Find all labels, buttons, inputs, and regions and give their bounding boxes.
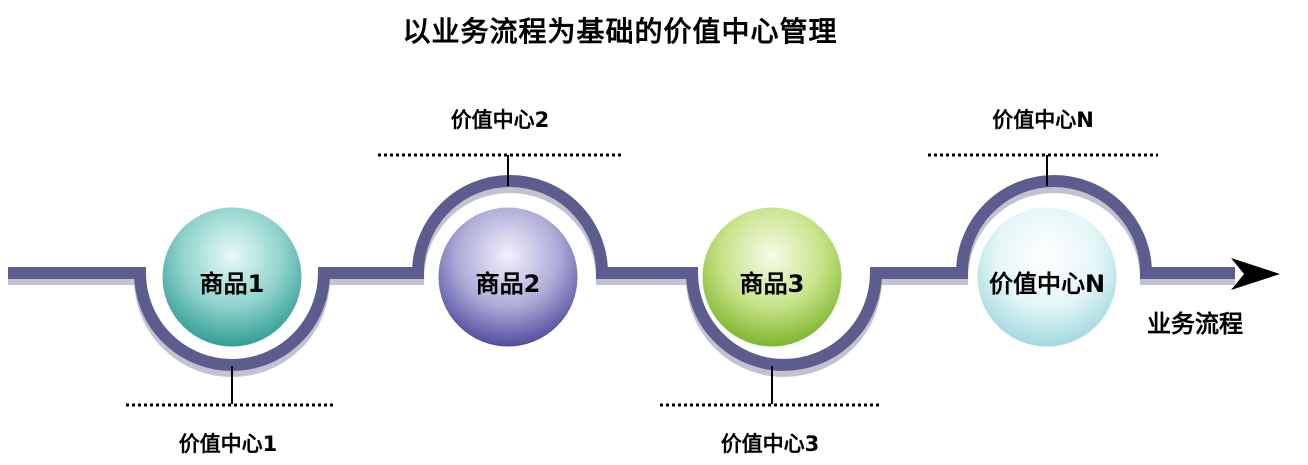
process-track [8,175,1235,371]
page-title: 以业务流程为基础的价值中心管理 [402,15,838,48]
node-label-2: 商品2 [475,270,541,298]
center-label-n: 价值中心N [992,108,1094,132]
node-sphere-n [974,204,1120,350]
center-label-3: 价值中心3 [720,432,820,456]
node-label-1: 商品1 [199,270,265,298]
arrow-head [1231,258,1280,290]
node-label-3: 商品3 [739,270,805,298]
node-sphere-2 [435,204,581,350]
center-label-1: 价值中心1 [178,432,278,456]
center-label-2: 价值中心2 [450,108,550,132]
node-sphere-3 [699,204,845,350]
node-label-n: 价值中心N [988,270,1106,298]
node-sphere-1 [159,204,305,350]
axis-label: 业务流程 [1147,310,1243,338]
